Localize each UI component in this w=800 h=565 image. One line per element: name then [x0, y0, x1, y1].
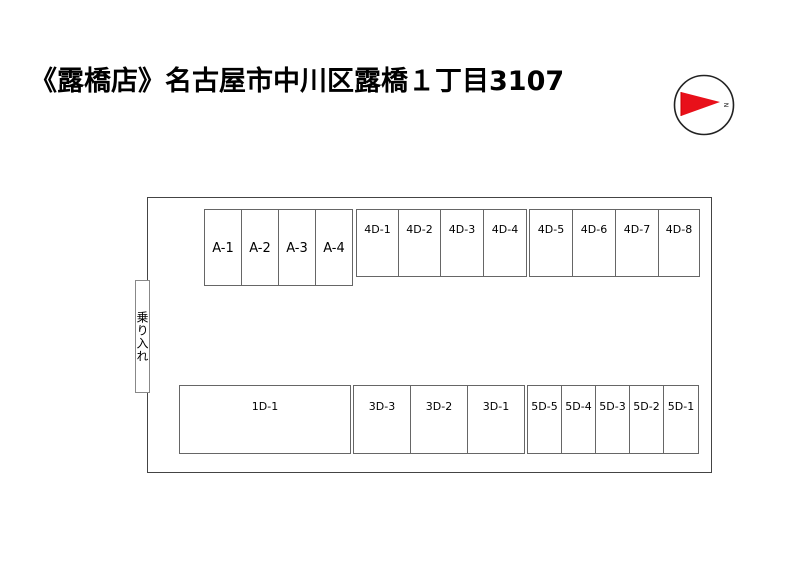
parking-slot-4d-1[interactable]: 4D-1 [356, 209, 399, 277]
slot-label: A-2 [249, 241, 271, 256]
parking-slot-5d-5[interactable]: 5D-5 [527, 385, 562, 454]
parking-slot-4d-7[interactable]: 4D-7 [615, 209, 659, 277]
slot-label: 4D-5 [537, 223, 565, 236]
slot-label: 4D-7 [623, 223, 651, 236]
parking-slot-3d-3[interactable]: 3D-3 [353, 385, 411, 454]
parking-slot-5d-3[interactable]: 5D-3 [595, 385, 630, 454]
slot-label: 5D-5 [531, 400, 558, 413]
slot-label: 3D-1 [482, 400, 510, 413]
slot-label: 4D-1 [364, 223, 391, 236]
parking-slot-a-4[interactable]: A-4 [315, 209, 353, 286]
slot-label: 5D-3 [599, 400, 626, 413]
slot-label: 1D-1 [251, 400, 279, 413]
slot-label: A-1 [212, 241, 234, 256]
slot-label: 4D-2 [406, 223, 433, 236]
compass-north-icon: N [673, 74, 735, 136]
slot-label: 5D-2 [633, 400, 660, 413]
parking-slot-a-1[interactable]: A-1 [204, 209, 242, 286]
parking-slot-4d-2[interactable]: 4D-2 [398, 209, 441, 277]
parking-slot-5d-2[interactable]: 5D-2 [629, 385, 664, 454]
entrance-marker: 乗り入れ [135, 280, 150, 393]
compass-label: N [722, 103, 729, 108]
slot-label: 4D-4 [491, 223, 519, 236]
parking-slot-a-3[interactable]: A-3 [278, 209, 316, 286]
parking-slot-4d-6[interactable]: 4D-6 [572, 209, 616, 277]
parking-slot-4d-4[interactable]: 4D-4 [483, 209, 527, 277]
parking-slot-4d-8[interactable]: 4D-8 [658, 209, 700, 277]
slot-label: 4D-3 [448, 223, 476, 236]
entrance-label: 乗り入れ [135, 310, 149, 363]
slot-label: 3D-3 [368, 400, 396, 413]
page-title: 《露橋店》名古屋市中川区露橋１丁目3107 [30, 66, 565, 97]
slot-label: 5D-1 [667, 400, 695, 413]
parking-slot-3d-1[interactable]: 3D-1 [467, 385, 525, 454]
slot-label: 4D-6 [580, 223, 608, 236]
slot-label: A-3 [286, 241, 308, 256]
parking-slot-5d-1[interactable]: 5D-1 [663, 385, 699, 454]
parking-slot-4d-5[interactable]: 4D-5 [529, 209, 573, 277]
parking-slot-3d-2[interactable]: 3D-2 [410, 385, 468, 454]
parking-slot-4d-3[interactable]: 4D-3 [440, 209, 484, 277]
parking-slot-1d-1[interactable]: 1D-1 [179, 385, 351, 454]
slot-label: 3D-2 [425, 400, 453, 413]
slot-label: 4D-8 [665, 223, 693, 236]
parking-slot-a-2[interactable]: A-2 [241, 209, 279, 286]
compass-arrow [681, 92, 720, 116]
slot-label: A-4 [323, 241, 345, 256]
slot-label: 5D-4 [565, 400, 592, 413]
parking-slot-5d-4[interactable]: 5D-4 [561, 385, 596, 454]
